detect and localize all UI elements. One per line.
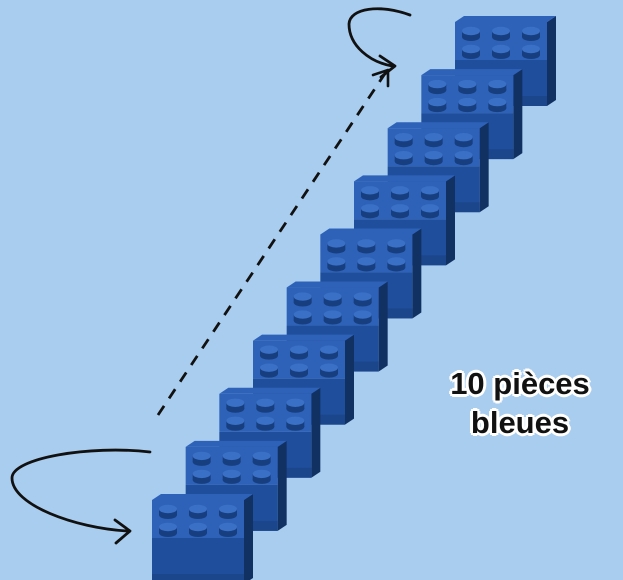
brick-stud — [226, 398, 245, 413]
brick-stud — [421, 186, 439, 201]
brick-stud — [424, 151, 443, 166]
brick-stud — [320, 363, 338, 378]
brick-stud — [357, 257, 376, 272]
brick-stud — [320, 345, 338, 360]
arrows-group — [10, 7, 412, 545]
brick-stud — [428, 97, 447, 113]
brick-stud — [290, 363, 308, 378]
brick-stud — [454, 151, 473, 166]
brick-stud — [394, 151, 413, 166]
brick-stud — [421, 204, 439, 219]
caption-line-1: 10 pièces — [450, 366, 590, 401]
brick-stud — [462, 26, 480, 41]
brick-stud — [488, 79, 507, 95]
brick-stud — [189, 504, 207, 519]
brick-stud — [256, 398, 275, 413]
brick-stud — [492, 44, 510, 59]
brick-stud — [323, 310, 342, 325]
brick-stud — [492, 26, 510, 41]
brick-stud — [260, 345, 278, 360]
brick-stud — [454, 133, 473, 148]
brick-stud — [458, 79, 477, 95]
brick-stud — [424, 133, 443, 148]
brick-stud — [391, 186, 409, 201]
brick-stud — [522, 44, 540, 59]
brick-stud — [159, 522, 177, 537]
brick-stud — [353, 292, 372, 307]
brick-stud — [192, 451, 211, 466]
brick-stud — [219, 522, 237, 537]
brick-stud — [290, 345, 308, 360]
brick-stud — [353, 310, 372, 325]
brick-stud — [462, 44, 480, 59]
diagonal-dashed-arrowhead — [371, 68, 390, 88]
brick-stack — [152, 16, 556, 580]
brick-stud — [394, 133, 413, 148]
brick-stud — [387, 257, 406, 272]
brick-stud — [323, 292, 342, 307]
brick-stud — [327, 257, 346, 272]
brick-stud — [159, 504, 177, 519]
pieces-caption: 10 pièces bleues — [424, 364, 616, 442]
caption-line-2: bleues — [470, 405, 570, 440]
brick-stud — [458, 97, 477, 113]
lego-brick — [455, 16, 556, 106]
top-curved-arrow-icon — [347, 7, 412, 68]
brick-stud — [286, 398, 305, 413]
brick-stud — [361, 186, 379, 201]
brick-stud — [361, 204, 379, 219]
brick-stud — [189, 522, 207, 537]
lego-brick — [152, 494, 253, 580]
brick-stud — [293, 292, 312, 307]
brick-stud — [252, 469, 271, 484]
bottom-curved-arrow-icon — [10, 448, 152, 533]
brick-stud — [522, 26, 540, 41]
brick-stud — [293, 310, 312, 325]
brick-stud — [327, 239, 346, 254]
brick-stud — [252, 451, 271, 466]
brick-stud — [428, 79, 447, 95]
brick-stud — [488, 97, 507, 113]
diagonal-dashed-arrow-icon — [156, 71, 388, 416]
brick-stud — [391, 204, 409, 219]
brick-stud — [192, 469, 211, 484]
brick-stud — [222, 469, 241, 484]
brick-stud — [387, 239, 406, 254]
brick-stud — [256, 416, 275, 431]
brick-stud — [226, 416, 245, 431]
brick-stud — [222, 451, 241, 466]
brick-stud — [357, 239, 376, 254]
bottom-curved-arrowhead — [113, 518, 132, 545]
brick-stud — [286, 416, 305, 431]
brick-stud — [260, 363, 278, 378]
brick-stud — [219, 504, 237, 519]
